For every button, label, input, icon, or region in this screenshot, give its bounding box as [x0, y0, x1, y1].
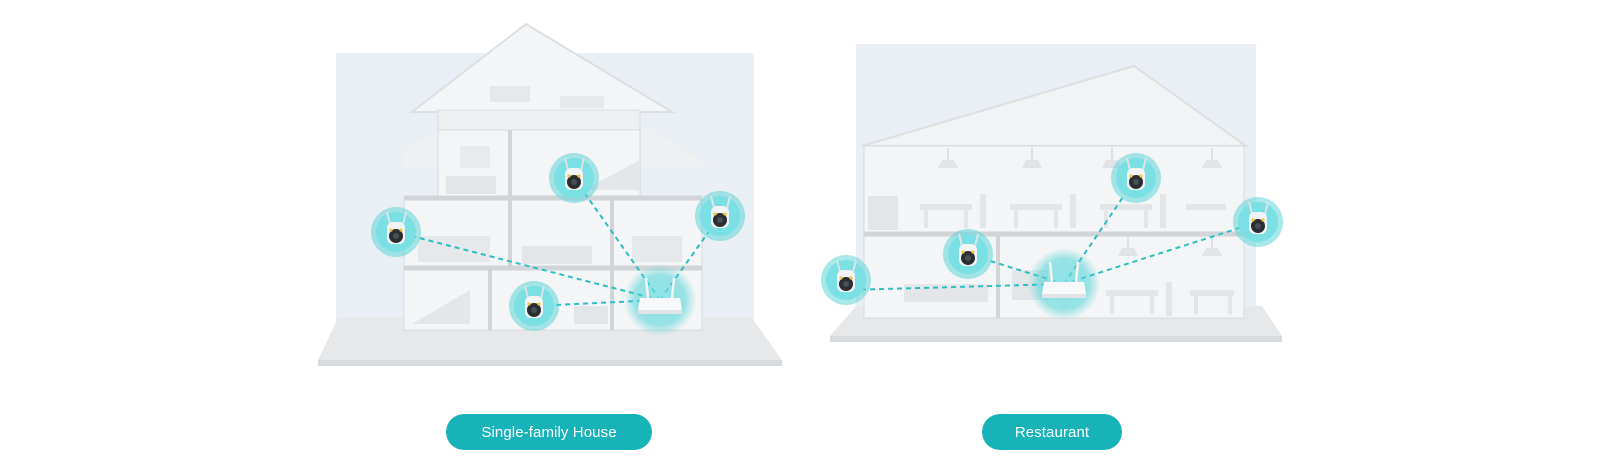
- nvr-icon: [622, 262, 698, 338]
- scenario-illustrations: [318, 22, 1284, 366]
- house-illustration: [318, 22, 782, 366]
- camera-icon: [820, 254, 872, 306]
- camera-icon: [694, 190, 746, 242]
- camera-icon: [1110, 152, 1162, 204]
- camera-icon: [942, 228, 994, 280]
- camera-icon: [548, 152, 600, 204]
- single-family-house-button[interactable]: Single-family House: [446, 414, 652, 450]
- camera-icon: [1232, 196, 1284, 248]
- restaurant-button[interactable]: Restaurant: [982, 414, 1122, 450]
- camera-icon: [508, 280, 560, 332]
- nvr-icon: [1026, 246, 1102, 322]
- restaurant-illustration: [820, 44, 1284, 342]
- camera-icon: [370, 206, 422, 258]
